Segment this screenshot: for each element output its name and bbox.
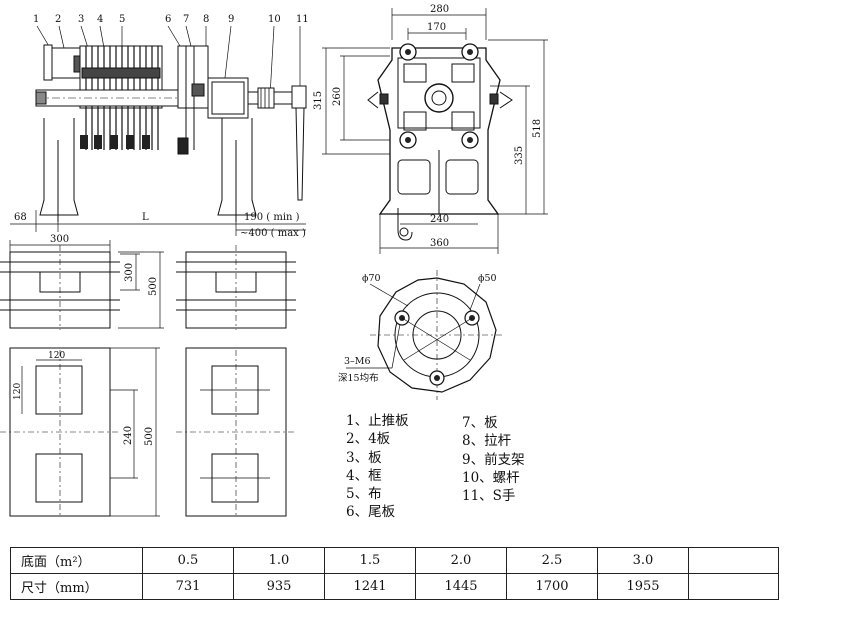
dim-170: 170 xyxy=(427,22,446,33)
table-header-size: 尺寸（mm） xyxy=(10,573,143,600)
legend-item: 10、螺杆 xyxy=(462,469,520,486)
callout-7: 7 xyxy=(183,14,189,25)
parts-legend-right: 7、板 8、拉杆 9、前支架 10、螺杆 11、S手 xyxy=(462,414,525,505)
table-row: 底面（m²） 0.5 1.0 1.5 2.0 2.5 3.0 xyxy=(10,547,779,574)
dim-360: 360 xyxy=(430,238,449,249)
dim-L: L xyxy=(142,212,149,223)
legend-item: 3、板 xyxy=(346,449,382,466)
parts-legend-left: 1、止推板 2、4板 3、板 4、框 5、布 6、尾板 xyxy=(346,412,409,522)
legend-item: 11、S手 xyxy=(462,488,516,505)
legend-item: 2、4板 xyxy=(346,431,391,448)
dim-190-min: 190 ( min ) xyxy=(244,212,300,223)
legend-item: 8、拉杆 xyxy=(462,433,512,450)
dim-500-plate: 500 xyxy=(144,427,155,446)
callout-10: 10 xyxy=(268,14,281,25)
phi70-label: ϕ70 xyxy=(362,273,381,284)
depth-label: 深15均布 xyxy=(338,372,379,384)
callout-6: 6 xyxy=(165,14,171,25)
callout-4: 4 xyxy=(97,14,103,25)
dim-518: 518 xyxy=(532,119,543,138)
dim-120-height: 120 xyxy=(13,383,23,400)
dim-240-end: 240 xyxy=(430,214,449,225)
legend-item: 6、尾板 xyxy=(346,504,396,521)
dim-500-height: 500 xyxy=(148,277,159,296)
dim-335: 335 xyxy=(514,146,525,165)
callout-3: 3 xyxy=(78,14,84,25)
dim-260: 260 xyxy=(332,87,343,106)
dim-240-plate: 240 xyxy=(123,426,134,445)
table-cell: 1700 xyxy=(506,573,598,600)
table-cell: 1.5 xyxy=(324,547,416,574)
m6-label: 3–M6 xyxy=(344,356,371,367)
table-cell: 1445 xyxy=(415,573,507,600)
table-cell: 1.0 xyxy=(233,547,325,574)
side-elevation-view: 1 2 3 4 5 6 7 8 9 10 11 xyxy=(10,14,309,239)
table-cell: 2.0 xyxy=(415,547,507,574)
table-cell: 0.5 xyxy=(142,547,234,574)
end-elevation-view: 280 170 xyxy=(313,4,548,254)
spec-table: 底面（m²） 0.5 1.0 1.5 2.0 2.5 3.0 尺寸（mm） 73… xyxy=(10,547,779,600)
legend-item: 5、布 xyxy=(346,486,382,503)
table-cell: 2.5 xyxy=(506,547,598,574)
flange-view: ϕ70 ϕ50 3–M6 深15均布 xyxy=(338,270,504,400)
table-cell: 3.0 xyxy=(597,547,689,574)
dim-68: 68 xyxy=(14,212,27,223)
dim-280: 280 xyxy=(430,4,449,15)
phi50-label: ϕ50 xyxy=(478,273,497,284)
table-cell: 731 xyxy=(142,573,234,600)
legend-item: 4、框 xyxy=(346,467,382,484)
table-cell: 935 xyxy=(233,573,325,600)
filter-press-drawing: 1 2 3 4 5 6 7 8 9 10 11 xyxy=(0,4,548,517)
dim-400-max: ~400 ( max ) xyxy=(240,228,306,239)
callout-5: 5 xyxy=(119,14,125,25)
table-cell: 1955 xyxy=(597,573,689,600)
table-cell: 1241 xyxy=(324,573,416,600)
plate-plan-views: 300 300 500 xyxy=(0,234,296,517)
callout-2: 2 xyxy=(55,14,61,25)
callout-11: 11 xyxy=(296,14,309,25)
legend-item: 1、止推板 xyxy=(346,413,409,429)
callout-9: 9 xyxy=(228,14,234,25)
callout-8: 8 xyxy=(203,14,209,25)
table-row: 尺寸（mm） 731 935 1241 1445 1700 1955 xyxy=(10,573,779,600)
table-cell xyxy=(688,547,779,574)
table-header-area: 底面（m²） xyxy=(10,547,143,574)
dim-315: 315 xyxy=(313,91,324,110)
dim-120-width: 120 xyxy=(48,351,65,361)
callout-1: 1 xyxy=(33,14,39,25)
dim-300-width: 300 xyxy=(50,234,69,245)
legend-item: 9、前支架 xyxy=(462,451,525,468)
legend-item: 7、板 xyxy=(462,415,498,431)
dim-300-height: 300 xyxy=(124,263,135,282)
table-cell xyxy=(688,573,779,600)
